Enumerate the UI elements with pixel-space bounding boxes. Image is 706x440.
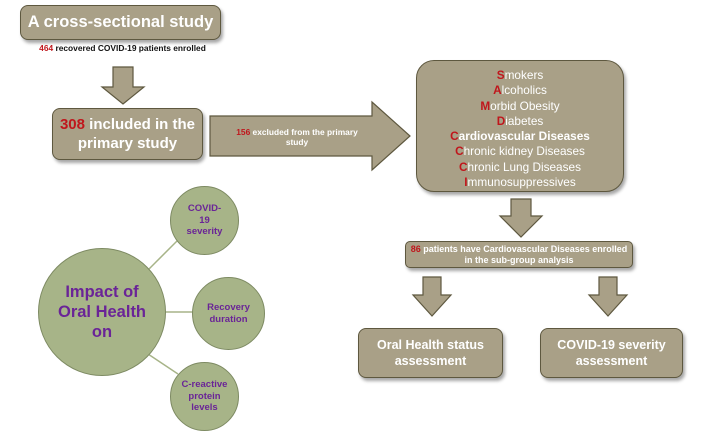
crp-levels-label: C-reactive protein levels	[181, 379, 228, 414]
risk-factor-letter: A	[493, 83, 502, 98]
enrolled-text: recovered COVID-19 patients enrolled	[53, 43, 206, 53]
risk-factor-text: mmunosuppressives	[467, 175, 576, 190]
oral-health-assessment-box: Oral Health status assessment	[358, 328, 503, 378]
risk-factor-item: Immunosuppressives	[417, 175, 623, 190]
recovery-duration-circle: Recovery duration	[192, 277, 265, 350]
risk-factor-letter: D	[496, 113, 506, 128]
excluded-text: excluded from the primary study	[250, 127, 358, 147]
risk-factor-text: iabetes	[505, 113, 544, 128]
primary-number: 308	[59, 116, 85, 133]
risk-factor-text: hronic kidney Diseases	[463, 144, 585, 159]
study-title-box: A cross-sectional study	[20, 5, 221, 40]
risk-factor-item: Smokers	[417, 68, 623, 83]
risk-factor-letter: C	[459, 159, 468, 174]
enrolled-number: 464	[39, 43, 54, 53]
connector-crp	[147, 353, 179, 375]
impact-oral-health-circle: Impact of Oral Health on	[38, 248, 166, 376]
risk-factor-text: hronic Lung Diseases	[467, 159, 581, 174]
risk-factor-letter: I	[464, 175, 468, 190]
risk-factor-text: ardiovascular Diseases	[458, 129, 590, 144]
subgroup-text: patients have Cardiovascular Diseases en…	[420, 243, 628, 265]
risk-factor-item: Cardiovascular Diseases	[417, 129, 623, 144]
recovery-duration-label: Recovery duration	[207, 302, 250, 325]
risk-factor-item: Alcoholics	[417, 83, 623, 98]
excluded-label: 156 excluded from the primary study	[226, 127, 368, 147]
right-arrow-exclusion	[209, 100, 411, 172]
risk-factor-letter: C	[455, 144, 464, 159]
risk-factor-text: orbid Obesity	[490, 98, 560, 113]
connector-severity	[147, 239, 179, 271]
subgroup-box: 86 patients have Cardiovascular Diseases…	[405, 241, 633, 268]
down-arrow-3	[411, 276, 453, 317]
primary-study-box: 308 included in the primary study	[52, 108, 203, 160]
covid-severity-label: COVID-19 severity	[186, 203, 223, 238]
risk-factor-item: Chronic Lung Diseases	[417, 160, 623, 175]
enrolled-note: 464 recovered COVID-19 patients enrolled	[20, 43, 225, 53]
covid-severity-circle: COVID-19 severity	[170, 186, 239, 255]
covid-severity-assessment-label: COVID-19 severity assessment	[557, 338, 666, 368]
risk-factor-item: Morbid Obesity	[417, 99, 623, 114]
study-title: A cross-sectional study	[27, 13, 214, 31]
risk-factor-letter: S	[496, 68, 505, 82]
down-arrow-1	[100, 66, 146, 105]
risk-factor-letter: M	[480, 98, 491, 113]
crp-levels-circle: C-reactive protein levels	[170, 362, 239, 431]
risk-factor-text: lcoholics	[501, 83, 547, 98]
risk-factor-item: Diabetes	[417, 114, 623, 129]
primary-text: included in the primary study	[77, 116, 196, 152]
subgroup-number: 86	[410, 243, 421, 254]
risk-factor-item: Chronic kidney Diseases	[417, 144, 623, 159]
down-arrow-4	[587, 276, 629, 317]
down-arrow-2	[498, 198, 544, 238]
risk-factor-text: mokers	[504, 68, 544, 82]
covid-severity-assessment-box: COVID-19 severity assessment	[540, 328, 683, 378]
risk-factor-letter: C	[450, 129, 459, 144]
impact-label: Impact of Oral Health on	[57, 283, 147, 341]
excluded-number: 156	[236, 127, 251, 137]
oral-health-assessment-label: Oral Health status assessment	[377, 338, 484, 368]
